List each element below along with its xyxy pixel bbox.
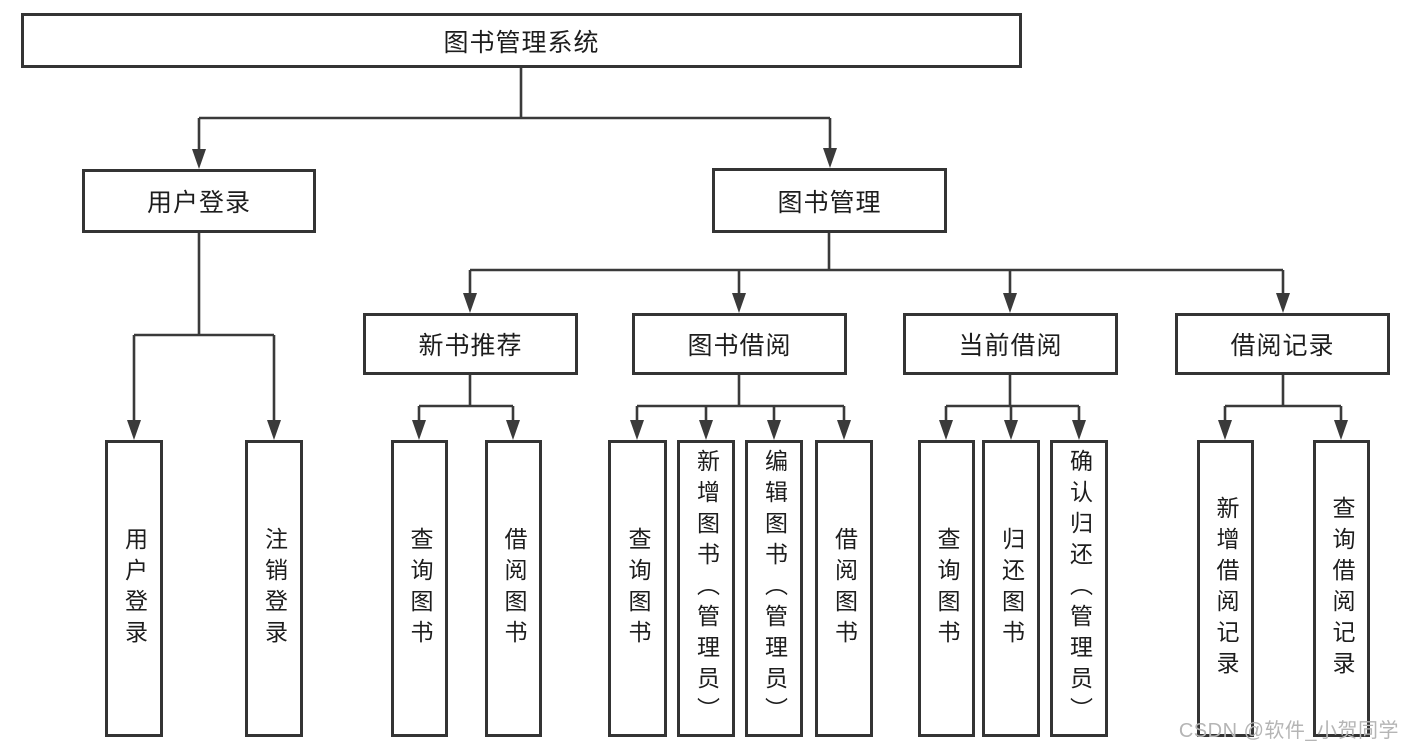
leaf-newbook-query: 查询图书 (391, 440, 448, 737)
connector-root-to-l2 (197, 68, 832, 151)
leaf-record-add-label: 新增借阅记录 (1213, 495, 1239, 682)
arrowhead (463, 293, 477, 313)
node-new-book-recommend-label: 新书推荐 (418, 332, 523, 360)
leaf-user-login-label: 用户登录 (121, 526, 148, 651)
leaf-current-return: 归还图书 (982, 440, 1040, 737)
leaf-current-return-label: 归还图书 (998, 526, 1025, 651)
leaf-borrow-query: 查询图书 (608, 440, 667, 737)
leaf-borrow-add-admin: 新增图书（管理员） (677, 440, 735, 737)
arrowhead (1276, 293, 1290, 313)
arrowhead (939, 420, 953, 440)
connector-borrow-children (635, 375, 846, 422)
arrowhead (267, 420, 281, 440)
watermark: CSDN @软件_小贺同学 (1178, 720, 1399, 742)
leaf-logout-label: 注销登录 (261, 526, 288, 651)
leaf-newbook-query-label: 查询图书 (407, 526, 433, 651)
connector-record-children (1223, 375, 1343, 422)
leaf-borrow-edit-admin-label: 编辑图书（管理员） (761, 449, 788, 728)
leaf-current-query: 查询图书 (918, 440, 975, 737)
node-borrow-record: 借阅记录 (1175, 313, 1390, 375)
arrowhead (412, 420, 426, 440)
arrowhead (630, 420, 644, 440)
arrowhead (127, 420, 141, 440)
node-user-login-label: 用户登录 (146, 189, 251, 217)
connector-userlogin-children (132, 232, 276, 422)
node-book-management: 图书管理 (712, 168, 947, 233)
arrowhead (823, 148, 837, 168)
leaf-borrow-query-label: 查询图书 (625, 526, 651, 651)
node-current-borrow: 当前借阅 (903, 313, 1118, 375)
arrowhead (837, 420, 851, 440)
leaf-newbook-borrow: 借阅图书 (485, 440, 542, 737)
leaf-borrow-borrow-label: 借阅图书 (831, 526, 858, 651)
leaf-record-add: 新增借阅记录 (1197, 440, 1254, 737)
leaf-record-query: 查询借阅记录 (1313, 440, 1370, 737)
leaf-borrow-borrow: 借阅图书 (815, 440, 873, 737)
leaf-record-query-label: 查询借阅记录 (1329, 495, 1355, 682)
leaf-logout: 注销登录 (245, 440, 303, 737)
arrowhead (1072, 420, 1086, 440)
arrowhead (1334, 420, 1348, 440)
node-current-borrow-label: 当前借阅 (958, 332, 1063, 360)
leaf-current-confirm-admin-label: 确认归还（管理员） (1066, 449, 1093, 728)
connector-bookmgmt-children (468, 233, 1285, 295)
node-root-label: 图书管理系统 (443, 28, 600, 57)
leaf-borrow-add-admin-label: 新增图书（管理员） (693, 449, 720, 728)
arrowhead (732, 293, 746, 313)
node-book-management-label: 图书管理 (777, 188, 882, 217)
leaf-borrow-edit-admin: 编辑图书（管理员） (745, 440, 803, 737)
arrowhead (1003, 293, 1017, 313)
node-new-book-recommend: 新书推荐 (363, 313, 578, 375)
leaf-current-query-label: 查询图书 (934, 526, 960, 651)
leaf-current-confirm-admin: 确认归还（管理员） (1050, 440, 1108, 737)
arrowhead (699, 420, 713, 440)
arrowheads (127, 148, 1348, 440)
arrowhead (192, 149, 206, 169)
node-book-borrow: 图书借阅 (632, 313, 847, 375)
node-root: 图书管理系统 (21, 13, 1022, 68)
leaf-user-login: 用户登录 (105, 440, 163, 737)
connector-current-children (944, 375, 1081, 422)
node-borrow-record-label: 借阅记录 (1230, 332, 1335, 360)
node-book-borrow-label: 图书借阅 (687, 332, 792, 360)
connector-newbook-children (417, 375, 515, 422)
leaf-newbook-borrow-label: 借阅图书 (501, 526, 527, 651)
arrowhead (1218, 420, 1232, 440)
arrowhead (1004, 420, 1018, 440)
arrowhead (767, 420, 781, 440)
node-user-login: 用户登录 (82, 169, 316, 233)
arrowhead (506, 420, 520, 440)
